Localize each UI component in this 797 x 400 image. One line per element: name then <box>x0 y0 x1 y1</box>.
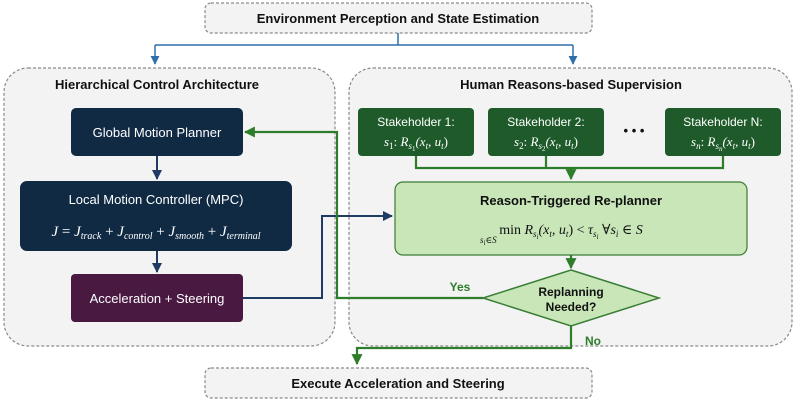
decision-line1: Replanning <box>538 285 603 299</box>
stakeholder-n-formula: sn: Rsn(xt, ut) <box>691 134 755 153</box>
perception-label: Environment Perception and State Estimat… <box>257 11 539 26</box>
actuation-label: Acceleration + Steering <box>90 291 225 306</box>
replanner-min-subscript: si∈S <box>480 235 497 247</box>
no-label: No <box>585 334 601 348</box>
stakeholder-1-label: Stakeholder 1: <box>377 115 454 129</box>
right-panel-title: Human Reasons-based Supervision <box>460 77 682 92</box>
global-planner-label: Global Motion Planner <box>93 125 222 140</box>
local-controller-box <box>20 181 292 251</box>
perception-box <box>204 2 593 34</box>
global-planner-box <box>71 108 243 156</box>
stakeholder-merge-connector <box>414 156 725 170</box>
stakeholder-1-formula: s1: Rs1(xt, ut) <box>384 134 448 153</box>
actuation-box <box>71 274 243 322</box>
cost-function: J = Jtrack + Jcontrol + Jsmooth + Jtermi… <box>51 224 260 243</box>
yes-label: Yes <box>450 280 471 294</box>
stakeholder-2-label: Stakeholder 2: <box>507 115 584 129</box>
stakeholder-1-box <box>358 108 474 156</box>
execute-box <box>204 367 593 399</box>
arrow-yes-to-global-planner <box>243 126 483 300</box>
decision-line2: Needed? <box>546 300 597 314</box>
stakeholder-n-box <box>665 108 781 156</box>
stakeholder-2-box <box>488 108 604 156</box>
arrow-no-to-execute <box>351 326 573 366</box>
stakeholders-ellipsis: • • • <box>624 123 645 138</box>
split-connector <box>155 33 573 46</box>
stakeholder-n-label: Stakeholder N: <box>683 115 762 129</box>
execute-label: Execute Acceleration and Steering <box>291 376 504 391</box>
local-controller-label: Local Motion Controller (MPC) <box>69 192 244 207</box>
left-panel-title: Hierarchical Control Architecture <box>55 77 259 92</box>
replanner-condition: min Rsi(xt, ut) < τsi ∀si ∈ S <box>499 223 643 243</box>
replanner-title: Reason-Triggered Re-planner <box>480 193 662 208</box>
arrow-actuation-to-replanner <box>243 211 393 299</box>
stakeholder-2-formula: s2: Rs2(xt, ut) <box>514 134 578 153</box>
